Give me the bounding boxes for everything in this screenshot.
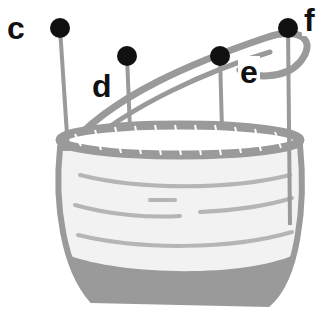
part-label: e: [238, 56, 260, 88]
basket-base: [68, 255, 294, 304]
rope-texture: [75, 125, 281, 155]
part-label: f: [302, 4, 317, 36]
part-label: c: [5, 12, 27, 44]
part-label: d: [90, 70, 114, 102]
basket-body: [58, 145, 302, 304]
pin-sticks: [60, 28, 290, 225]
basket-rim: [60, 125, 300, 155]
weave-texture: [75, 175, 292, 246]
pin-heads: [50, 18, 298, 66]
